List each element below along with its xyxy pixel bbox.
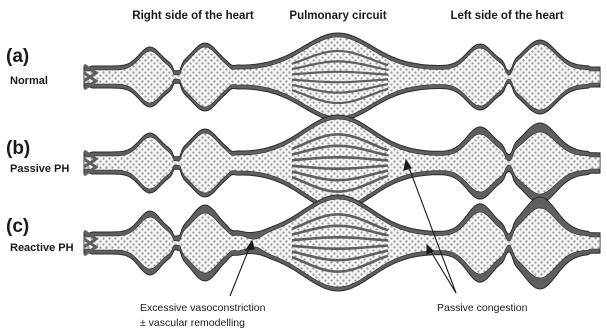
header-right-heart: Right side of the heart <box>132 10 254 22</box>
header-pulmonary-circuit: Pulmonary circuit <box>289 10 386 22</box>
vessel-lumen <box>84 37 600 117</box>
row-c-label: Reactive PH <box>10 242 74 254</box>
row-a-letter: (a) <box>6 46 29 67</box>
row-a-label: Normal <box>10 75 48 87</box>
vessel-lumen <box>84 119 600 207</box>
row-b-label: Passive PH <box>10 163 69 175</box>
row-b-letter: (b) <box>6 138 30 159</box>
row-c-letter: (c) <box>6 216 29 237</box>
header-left-heart: Left side of the heart <box>450 10 563 22</box>
row-a-vessel-diagram <box>84 33 600 121</box>
annotation-constriction-line1: Excessive vasoconstriction <box>140 302 266 314</box>
annotation-constriction-line2: ± vascular remodelling <box>140 317 245 329</box>
annotation-passive-congestion: Passive congestion <box>437 302 528 314</box>
row-c-vessel-diagram <box>84 195 600 291</box>
